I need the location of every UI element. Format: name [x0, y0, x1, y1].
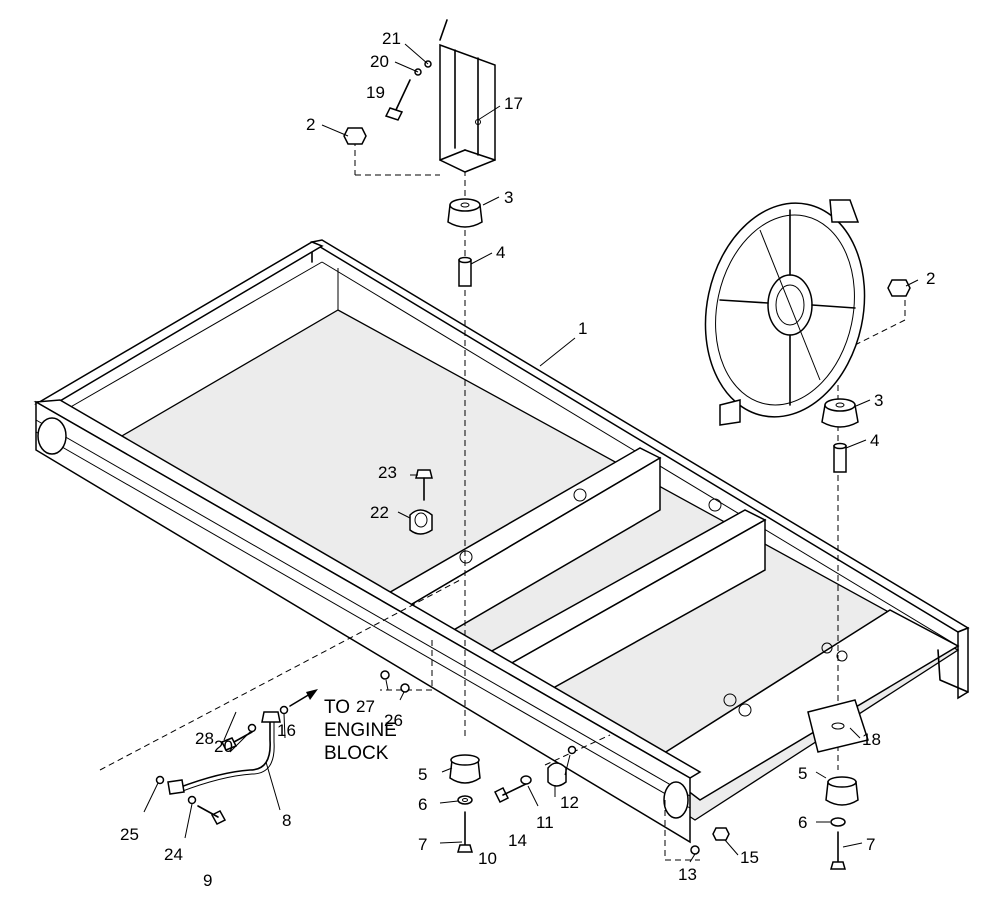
hardware-washer-20-21: [414, 60, 432, 76]
spacer-left: [458, 256, 472, 287]
callout-23: 23: [378, 463, 397, 482]
bolt-bottom-left: [457, 811, 473, 853]
callout-1: 1: [578, 319, 587, 338]
spacer-right: [833, 442, 847, 473]
callout-2: 2: [306, 115, 315, 134]
callout-3: 3: [874, 391, 883, 410]
hardware-washer-14: [520, 775, 532, 785]
callout-19: 19: [366, 83, 385, 102]
plate-18: [807, 699, 869, 753]
mounting-bracket: [439, 19, 496, 173]
ground-strap: [155, 689, 318, 825]
note-line-2: ENGINE: [324, 720, 397, 741]
callout-28: 28: [195, 729, 214, 748]
callout-16: 16: [277, 721, 296, 740]
callout-13: 13: [678, 865, 697, 884]
near-rail-face: [35, 400, 691, 844]
hardware-bolt-19: [384, 79, 411, 121]
bolt-bottom-right: [830, 831, 846, 870]
hardware-clamp-22: [409, 509, 433, 535]
callout-6: 6: [418, 795, 427, 814]
isolator-mount-right: [821, 398, 859, 428]
callout-4: 4: [870, 431, 879, 450]
callout-5: 5: [418, 765, 427, 784]
callout-7: 7: [866, 835, 875, 854]
frame-hole: [573, 488, 587, 502]
hardware-bolt-10: [493, 781, 531, 804]
callout-11: 11: [536, 813, 554, 832]
hardware-nut-13-15: [690, 827, 730, 855]
hardware-hex-nut-top: [343, 127, 367, 145]
callout-15: 15: [740, 848, 759, 867]
callout-labels: 1 2 2 3 3 4 4 5 5 6 6 7 7 8 9 10 11 12 1…: [120, 29, 935, 890]
callout-17: 17: [504, 94, 523, 113]
callout-18: 18: [862, 730, 881, 749]
frame-hole: [459, 550, 473, 564]
frame-hole: [738, 703, 752, 717]
isolator-bottom-right: [825, 776, 859, 806]
hardware-nut-27-26: [380, 670, 410, 693]
callout-12: 12: [560, 793, 579, 812]
isolator-bottom-left: [449, 754, 481, 784]
engine-block-note: TO ENGINE BLOCK: [324, 697, 397, 764]
callout-7: 7: [418, 835, 427, 854]
frame-hole: [723, 693, 737, 707]
callout-24: 24: [164, 845, 183, 864]
callout-5: 5: [798, 764, 807, 783]
frame-hole: [708, 498, 722, 512]
callout-3: 3: [504, 188, 513, 207]
washer-bottom-right: [830, 817, 846, 827]
frame-hole: [836, 650, 848, 662]
callout-27: 27: [356, 697, 375, 716]
callout-6: 6: [798, 813, 807, 832]
callout-26: 26: [384, 711, 403, 730]
base-frame: [33, 239, 970, 844]
rail-end-hole-left: [37, 417, 67, 455]
callout-22: 22: [370, 503, 389, 522]
note-line-3: BLOCK: [324, 743, 389, 764]
rail-end-hole-right: [663, 781, 689, 819]
leader-lines: [143, 43, 919, 863]
hardware-nut-12: [567, 745, 577, 755]
callout-2: 2: [926, 269, 935, 288]
note-line-1: TO: [324, 697, 350, 718]
callout-4: 4: [496, 243, 505, 262]
isolator-mount-left: [447, 198, 483, 228]
callout-14: 14: [508, 831, 527, 850]
callout-20: 20: [214, 737, 233, 756]
hardware-clamp-11: [547, 762, 567, 787]
callout-21: 21: [382, 29, 401, 48]
callout-20: 20: [370, 52, 389, 71]
callout-8: 8: [282, 811, 291, 830]
callout-9: 9: [203, 871, 212, 890]
washer-bottom-left: [457, 795, 473, 805]
callout-25: 25: [120, 825, 139, 844]
callout-10: 10: [478, 849, 497, 868]
hardware-hex-nut-right: [887, 279, 911, 297]
flywheel-housing: [704, 199, 866, 426]
frame-hole: [821, 642, 833, 654]
